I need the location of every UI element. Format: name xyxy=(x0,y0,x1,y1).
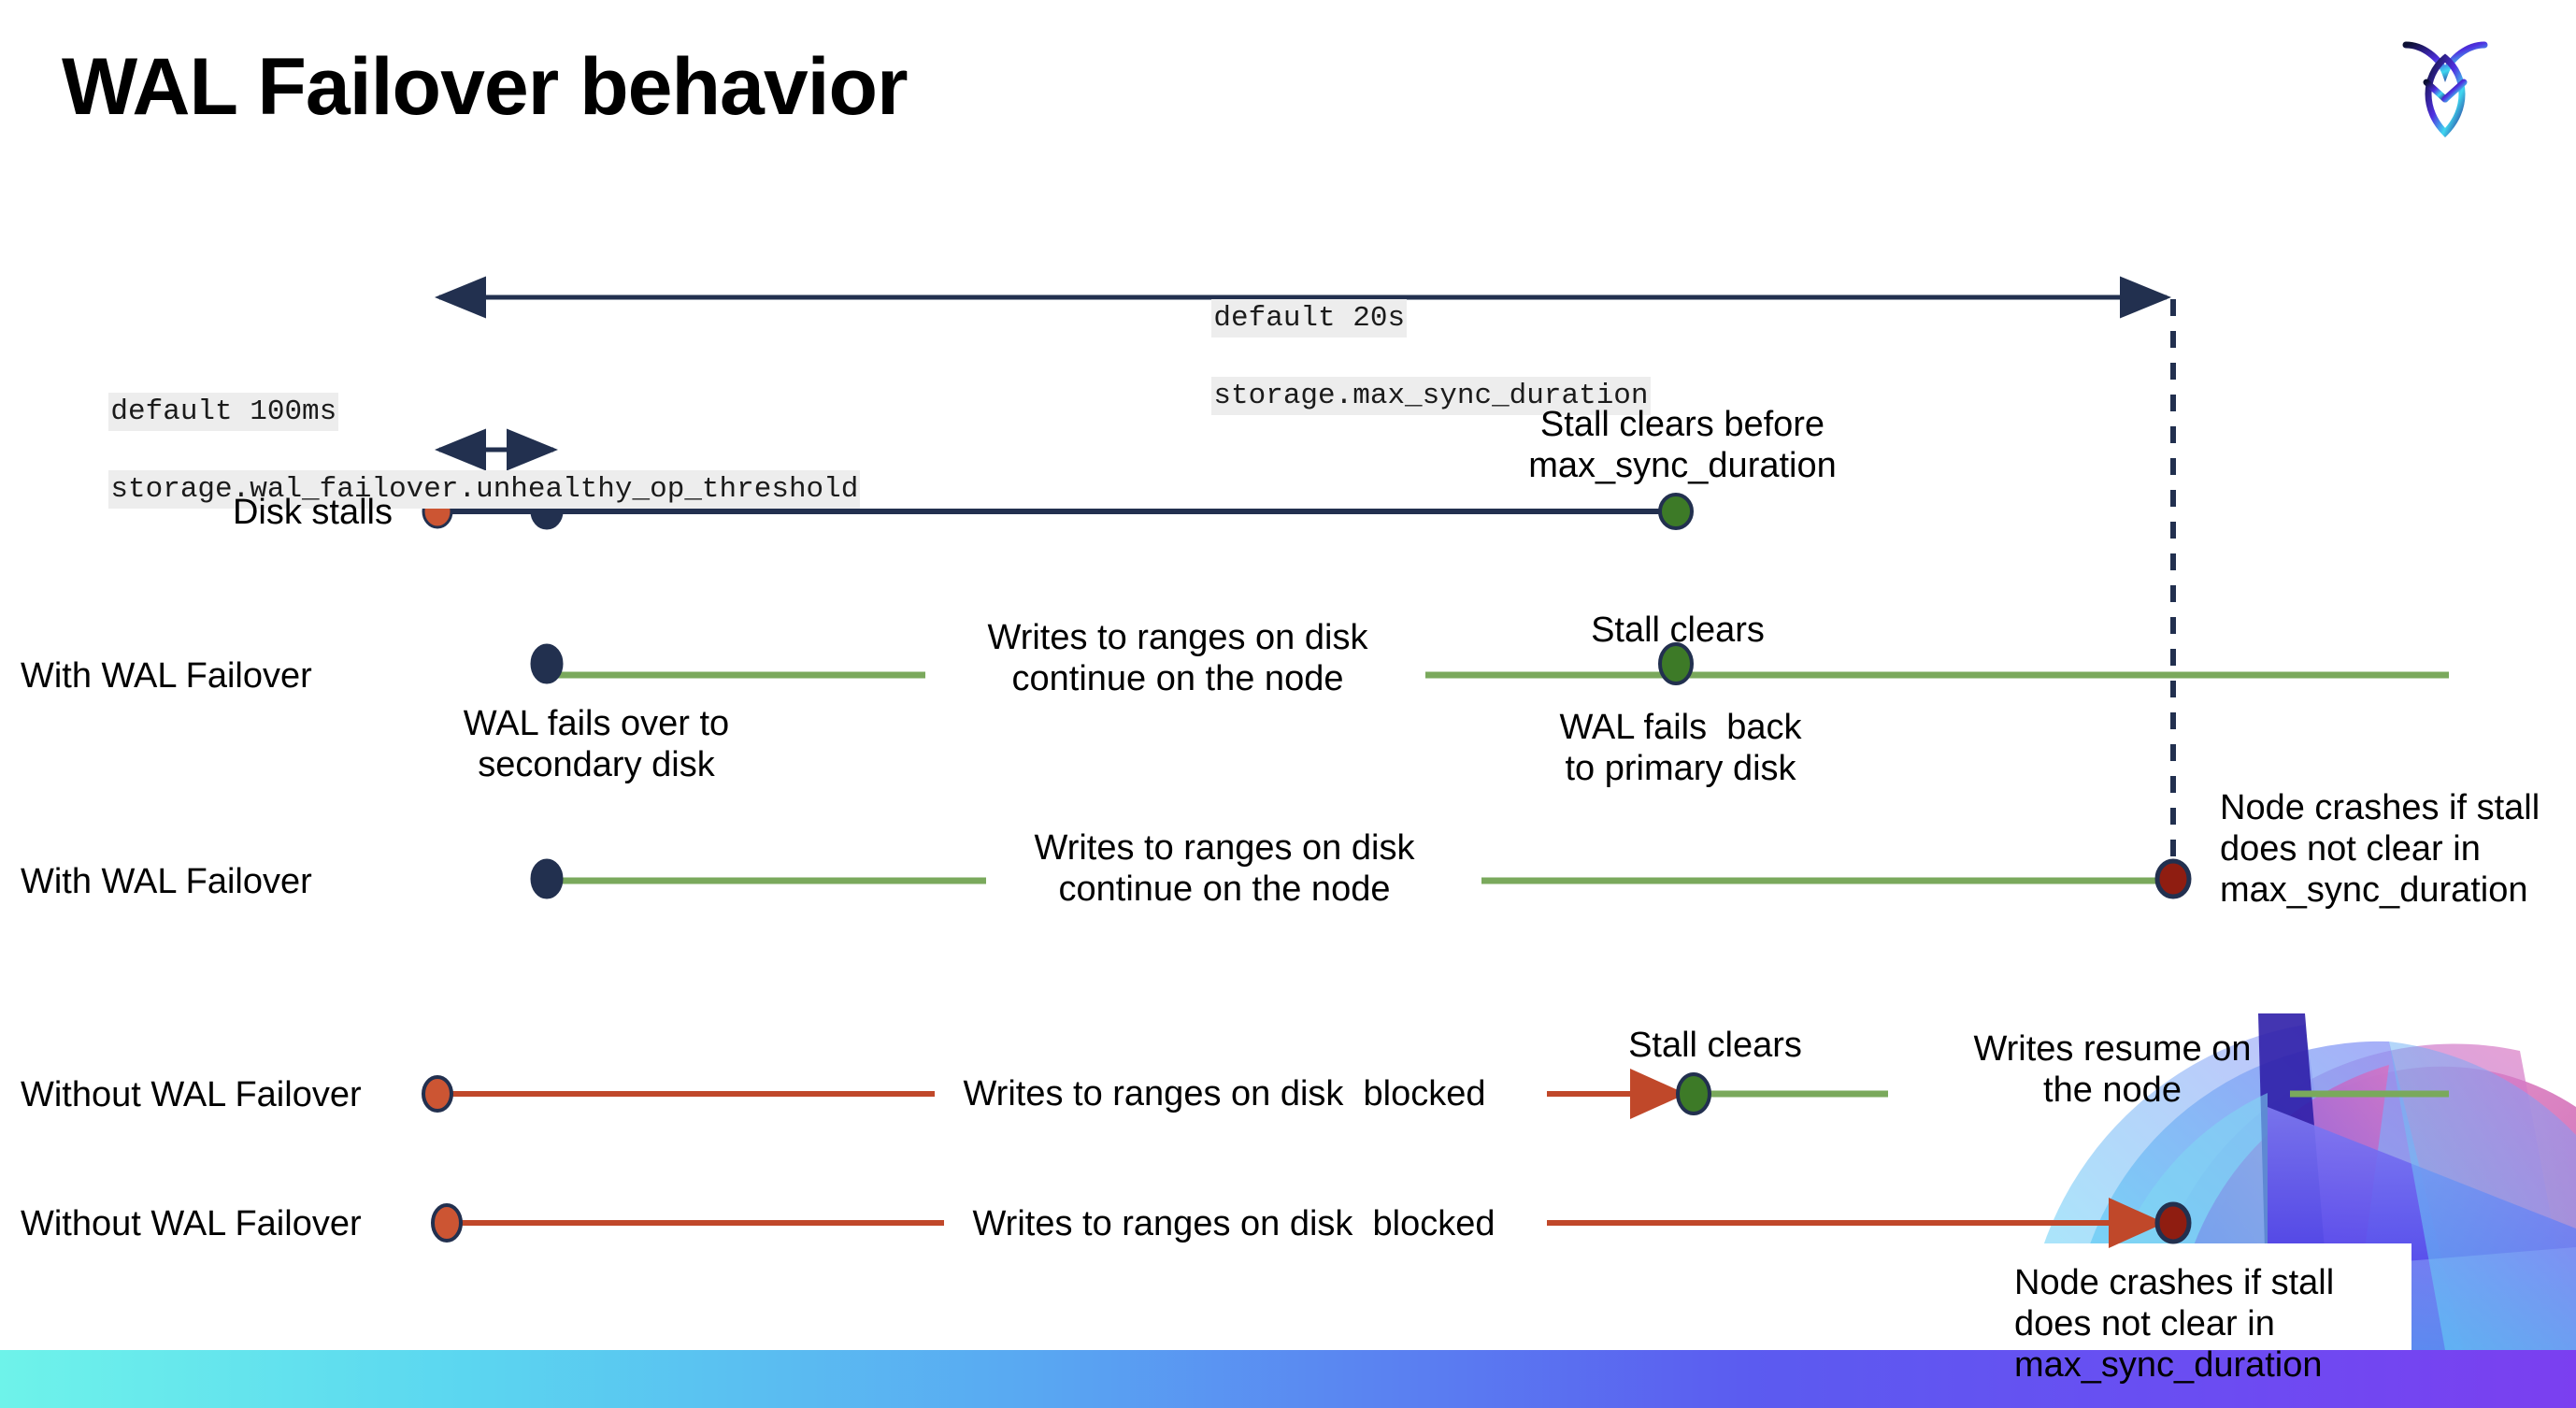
marker-stall-clears xyxy=(1676,1072,1711,1115)
row-label-without-wal-failover-1: Without WAL Failover xyxy=(21,1075,362,1114)
note-wal-fails-over: WAL fails over to secondary disk xyxy=(463,704,730,785)
note-stall-clears-2: Stall clears xyxy=(1628,1026,1802,1065)
note-writes-resume: Writes resume on the node xyxy=(1973,1029,2252,1111)
note-writes-blocked-2: Writes to ranges on disk blocked xyxy=(972,1204,1496,1243)
marker-stall-start xyxy=(422,1075,453,1113)
max-sync-duration-tag: default 20s storage.max_sync_duration xyxy=(1142,260,1651,454)
bottom-gradient-bar xyxy=(0,1350,2576,1408)
unhealthy-op-setting-name: storage.wal_failover.unhealthy_op_thresh… xyxy=(108,469,861,510)
max-sync-setting-name: storage.max_sync_duration xyxy=(1211,376,1651,416)
note-node-crashes-2: Node crashes if stall does not clear in … xyxy=(2014,1263,2335,1386)
unhealthy-op-default-label: default 100ms xyxy=(108,392,339,432)
marker-stall-clears xyxy=(1658,493,1694,530)
marker-node-crash xyxy=(2154,1201,2192,1244)
row-label-disk-stalls: Disk stalls xyxy=(232,493,393,532)
row-label-with-wal-failover-1: With WAL Failover xyxy=(21,656,312,696)
row-with-wal-failover-1-track xyxy=(530,642,2449,685)
unhealthy-op-threshold-tag: default 100ms storage.wal_failover.unhea… xyxy=(39,353,861,548)
note-writes-blocked-1: Writes to ranges on disk blocked xyxy=(963,1074,1486,1113)
page-title: WAL Failover behavior xyxy=(62,42,909,132)
marker-stall-clears xyxy=(1658,642,1694,685)
note-writes-continue-1: Writes to ranges on disk continue on the… xyxy=(987,618,1368,699)
note-node-crashes-1: Node crashes if stall does not clear in … xyxy=(2220,788,2540,911)
row-label-without-wal-failover-2: Without WAL Failover xyxy=(21,1204,362,1243)
marker-stall-start xyxy=(431,1203,463,1243)
marker-wal-fails-over xyxy=(530,858,564,899)
note-writes-continue-2: Writes to ranges on disk continue on the… xyxy=(1034,828,1415,910)
row-label-with-wal-failover-2: With WAL Failover xyxy=(21,862,312,901)
row-without-wal-failover-1-track xyxy=(422,1069,2449,1119)
note-stall-clears-before-max-sync: Stall clears before max_sync_duration xyxy=(1528,405,1837,486)
cockroachdb-logo xyxy=(2389,30,2501,142)
marker-wal-fails-over xyxy=(530,643,564,684)
note-stall-clears-1: Stall clears xyxy=(1591,611,1765,650)
row-with-wal-failover-2-track xyxy=(530,858,2192,899)
marker-node-crash xyxy=(2154,858,2192,899)
max-sync-default-label: default 20s xyxy=(1211,298,1408,338)
row-without-wal-failover-2-track xyxy=(431,1198,2192,1248)
note-wal-fails-back: WAL fails back to primary disk xyxy=(1559,708,1802,789)
